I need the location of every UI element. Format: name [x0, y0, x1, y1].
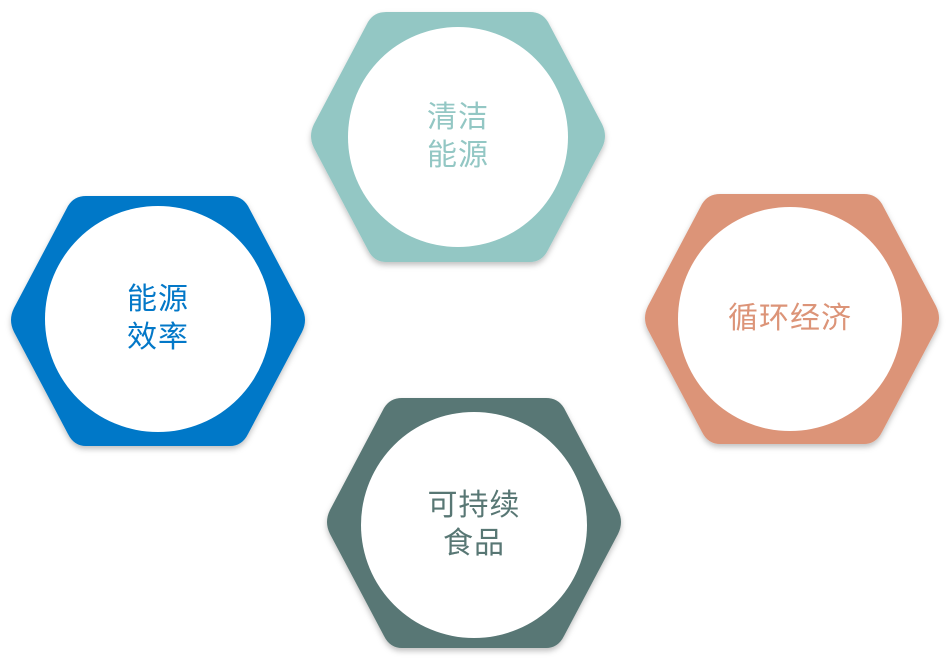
inner-circle [361, 412, 587, 638]
node-label-circular-economy: 循环经济 [728, 301, 852, 336]
node-sustainable-food: 可持续 食品 [322, 392, 626, 658]
node-clean-energy: 清洁 能源 [306, 6, 610, 272]
inner-circle [45, 206, 271, 432]
node-circular-economy: 循环经济 [640, 188, 944, 454]
hexagon-circular-economy [645, 194, 939, 444]
node-label-energy-efficiency: 能源 效率 [127, 282, 189, 355]
node-label-clean-energy: 清洁 能源 [427, 100, 489, 173]
hexagon-clean-energy [311, 12, 605, 262]
inner-circle [678, 207, 902, 431]
hexagon-energy-efficiency [11, 196, 305, 446]
inner-circle [348, 27, 568, 247]
node-energy-efficiency: 能源 效率 [6, 190, 310, 456]
node-label-sustainable-food: 可持续 食品 [427, 488, 521, 561]
hexagon-sustainable-food [327, 398, 621, 648]
